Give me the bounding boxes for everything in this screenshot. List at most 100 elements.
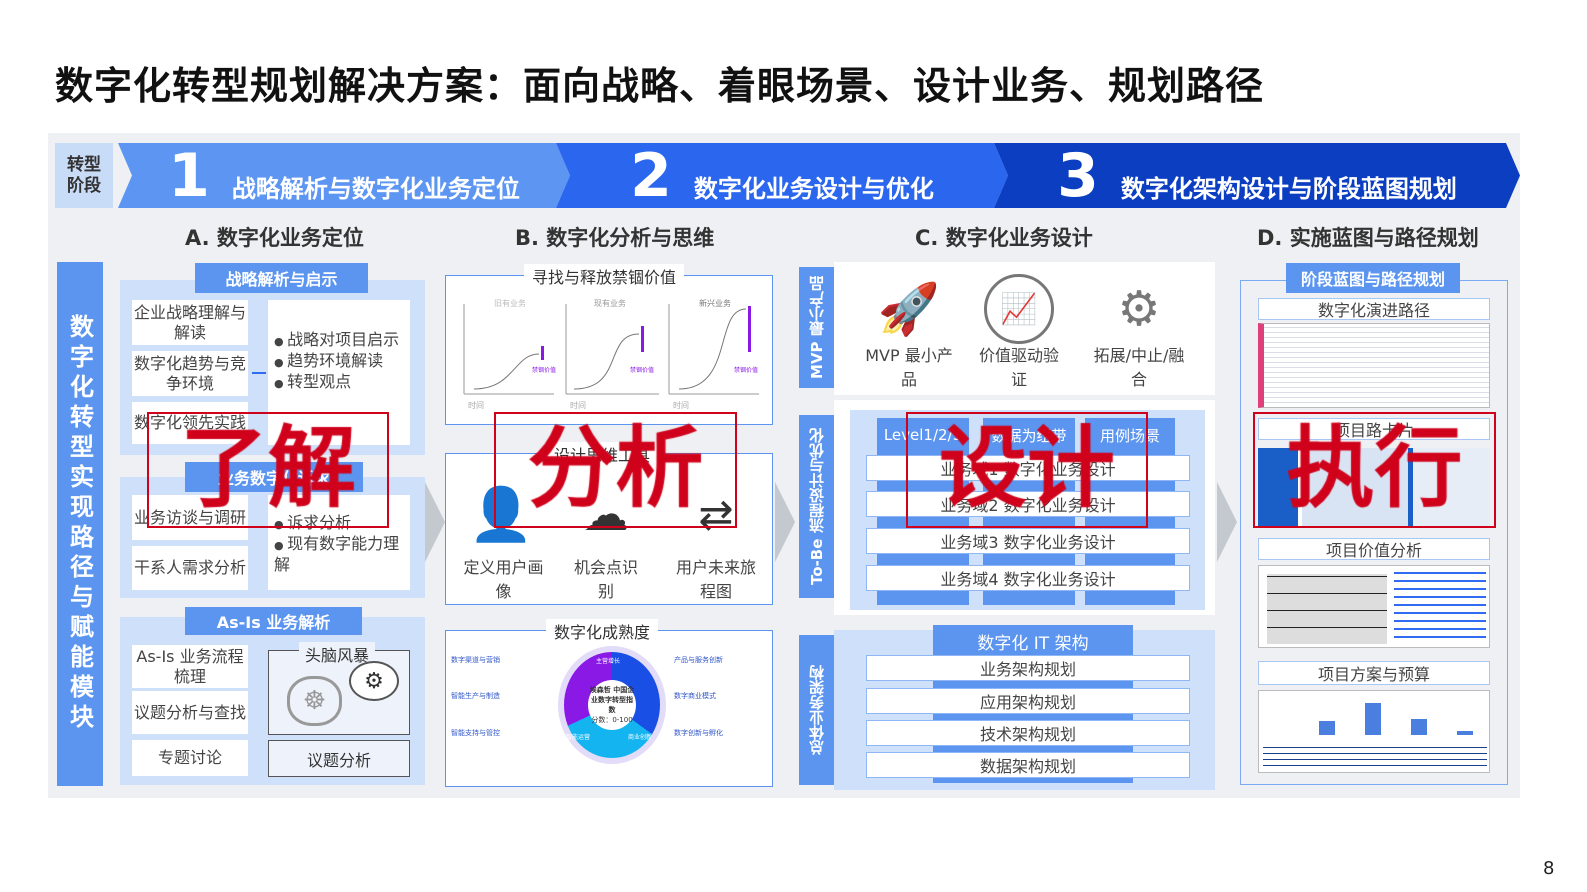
stage-label: 转型阶段 (55, 143, 113, 208)
domain-row: 业务域3 数字化业务设计 (866, 528, 1190, 554)
page-title: 数字化转型规划解决方案：面向战略、着眼场景、设计业务、规划路径 (55, 64, 1265, 108)
value-chart-icon: 📈 (984, 274, 1054, 344)
value-bar (748, 306, 751, 352)
x-label: 时间 (673, 400, 689, 410)
value-bar (541, 346, 544, 360)
center-label: 埃森哲 中国企业数字转型指数 (589, 686, 635, 714)
budget-bar (1411, 719, 1427, 735)
item: As-Is 业务流程梳理 (132, 645, 248, 688)
score-label: 分数：0-100 (591, 716, 633, 724)
x-label: 时间 (468, 400, 484, 410)
bullet: 趋势环境解读 (274, 351, 404, 372)
ring-label: 商业创新 (628, 734, 653, 741)
maturity-donut: 埃森哲 中国企业数字转型指数分数：0-100 主营增长 智能运营 商业创新 (558, 646, 666, 764)
strategy-header: 战略解析与启示 (195, 263, 368, 293)
stage-3: 3 数字化架构设计与阶段蓝图规划 (994, 143, 1520, 208)
side-label: 数字化转型实现路径与赋能模块 (57, 262, 103, 786)
gear-bubble-icon: ⚙ (349, 661, 399, 701)
chart-label: 旧有业务 (494, 298, 526, 308)
budget-table (1263, 743, 1487, 771)
value-curves-chart: 旧有业务 现有业务 新兴业务 时间 时间 时间 禁锢价值 禁锢价值 禁锢价值 (463, 298, 759, 410)
page-number: 8 (1543, 858, 1555, 879)
maturity-left-list: 数字渠道与营销 智能生产与制造 智能支持与管控 (451, 651, 556, 742)
value-bar (641, 326, 644, 352)
dimension: 智能生产与制造 (451, 692, 500, 701)
item: 数字化趋势与竞争环境 (132, 351, 248, 396)
legend-list (1394, 570, 1486, 644)
overlay-box-understand (147, 412, 389, 528)
roadmap-item: 项目价值分析 (1258, 538, 1490, 560)
bullet: 转型观点 (274, 372, 404, 393)
maturity-right-list: 产品与服务创新 数字商业模式 数字创新与孵化 (674, 651, 769, 742)
domain-row: 业务域4 数字化业务设计 (866, 565, 1190, 591)
roadmap-item: 项目方案与预算 (1258, 661, 1490, 685)
value-title: 寻找与释放禁锢价值 (524, 264, 685, 288)
matrix-grid (1267, 574, 1387, 644)
arch-row: 数据架构规划 (866, 752, 1190, 778)
budget-bar (1365, 703, 1381, 735)
arrow-icon (252, 372, 266, 374)
arch-row: 业务架构规划 (866, 655, 1190, 681)
item: 干系人需求分析 (132, 546, 248, 590)
arch-header: 数字化 IT 架构 (977, 633, 1089, 654)
arch-label: 总体业务架构 (799, 635, 834, 785)
budget-thumbnail (1258, 690, 1490, 773)
stage-label-text: 战略解析与数字化业务定位 (231, 175, 520, 203)
brainstorm-box: 头脑风暴 ☸ ⚙ (268, 642, 410, 735)
arch-row: 应用架构规划 (866, 688, 1190, 714)
tag: 禁锢价值 (630, 366, 654, 374)
tobe-label: To-Be 流程设计与优化 (799, 415, 834, 598)
dimension: 智能支持与管控 (451, 728, 500, 737)
chart-label: 现有业务 (594, 298, 626, 308)
issue-analysis: 议题分析 (268, 740, 410, 777)
stage-1: 1 战略解析与数字化业务定位 (118, 143, 570, 208)
roadmap-header: 阶段蓝图与路径规划 (1286, 263, 1460, 293)
dimension: 数字商业模式 (674, 692, 716, 701)
item: 议题分析与查找 (132, 691, 248, 734)
roadmap-item: 数字化演进路径 (1258, 298, 1490, 320)
mvp-item: 价值驱动验证 (978, 346, 1059, 389)
overlay-box-design (906, 412, 1148, 528)
rocket-icon: 🚀 (877, 280, 941, 338)
section-a-title: A. 数字化业务定位 (185, 226, 364, 250)
tool-label: 定义用户画像 (463, 558, 544, 601)
asis-header: As-Is 业务解析 (185, 607, 362, 635)
stage-number: 1 (168, 140, 210, 211)
stage-number: 2 (630, 140, 672, 211)
budget-bar (1319, 721, 1335, 735)
dimension: 数字渠道与营销 (451, 656, 500, 664)
evolution-path-thumbnail (1258, 323, 1490, 408)
stage-number: 3 (1057, 140, 1099, 211)
arch-row: 技术架构规划 (866, 720, 1190, 746)
chart-label: 新兴业务 (699, 298, 731, 308)
bullet: 现有数字能力理解 (274, 534, 404, 576)
value-box: 寻找与释放禁锢价值 旧有业务 现有业务 新兴业务 时间 时间 时间 禁锢价值 禁… (445, 264, 773, 425)
maturity-title: 数字化成熟度 (546, 619, 659, 643)
tool-label: 机会点识别 (573, 558, 638, 601)
stage-2: 2 数字化业务设计与优化 (556, 143, 1008, 208)
dimension: 数字创新与孵化 (674, 728, 723, 737)
mvp-item: 拓展/中止/融合 (1093, 346, 1185, 389)
overlay-box-analyze (494, 412, 737, 528)
section-d-title: D. 实施蓝图与路径规划 (1257, 226, 1479, 250)
gears-icon: ⚙ (1117, 281, 1161, 337)
stage-label-text: 数字化业务设计与优化 (693, 175, 934, 203)
tool-label: 用户未来旅程图 (675, 558, 756, 601)
mvp-item: MVP 最小产品 (865, 346, 953, 389)
stage-label-text: 数字化架构设计与阶段蓝图规划 (1120, 175, 1457, 203)
item: 专题讨论 (132, 740, 248, 776)
mvp-area: 🚀 📈 ⚙ MVP 最小产品 价值驱动验证 拓展/中止/融合 (834, 262, 1215, 395)
value-analysis-thumbnail (1258, 565, 1490, 648)
bullet: 战略对项目启示 (274, 330, 404, 351)
tag: 禁锢价值 (734, 366, 758, 374)
ring-label: 主营增长 (596, 658, 621, 665)
mvp-label: MVP 最小产品 (799, 267, 834, 388)
section-c-title: C. 数字化业务设计 (915, 226, 1093, 250)
donut-center: 埃森哲 中国企业数字转型指数分数：0-100 (588, 680, 636, 730)
dimension: 产品与服务创新 (674, 656, 723, 664)
maturity-box: 数字化成熟度 数字渠道与营销 智能生产与制造 智能支持与管控 产品与服务创新 数… (445, 619, 773, 787)
budget-bar (1457, 731, 1473, 735)
tag: 禁锢价值 (532, 366, 556, 374)
overlay-box-execute (1253, 412, 1496, 528)
section-b-title: B. 数字化分析与思维 (515, 226, 715, 250)
